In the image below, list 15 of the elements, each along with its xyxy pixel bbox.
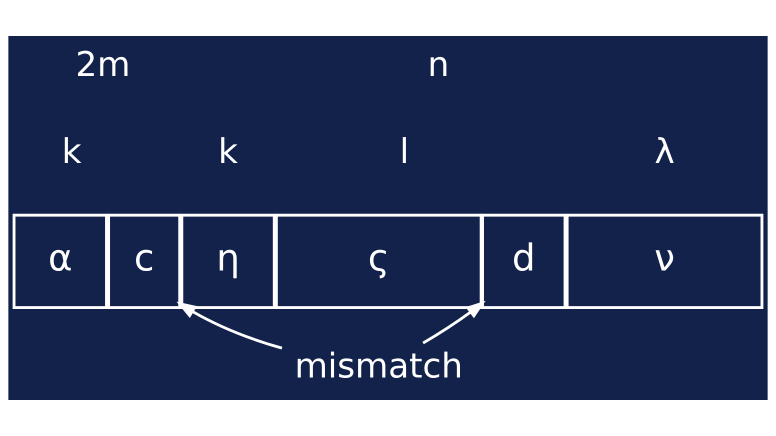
label: k	[62, 132, 82, 172]
node-box: ν	[566, 214, 764, 309]
node-box: α	[12, 214, 108, 309]
label: 2m	[75, 45, 130, 86]
node-box: η	[180, 214, 276, 309]
node-box: d	[481, 214, 566, 309]
label: λ	[654, 132, 675, 172]
node-text: mismatch	[294, 346, 463, 387]
label: n	[428, 45, 450, 86]
label: l	[400, 132, 410, 172]
arrow	[176, 302, 282, 350]
node-box: c	[107, 214, 182, 309]
label: k	[218, 132, 238, 172]
arrow	[422, 300, 486, 344]
node-box: ς	[274, 214, 483, 309]
